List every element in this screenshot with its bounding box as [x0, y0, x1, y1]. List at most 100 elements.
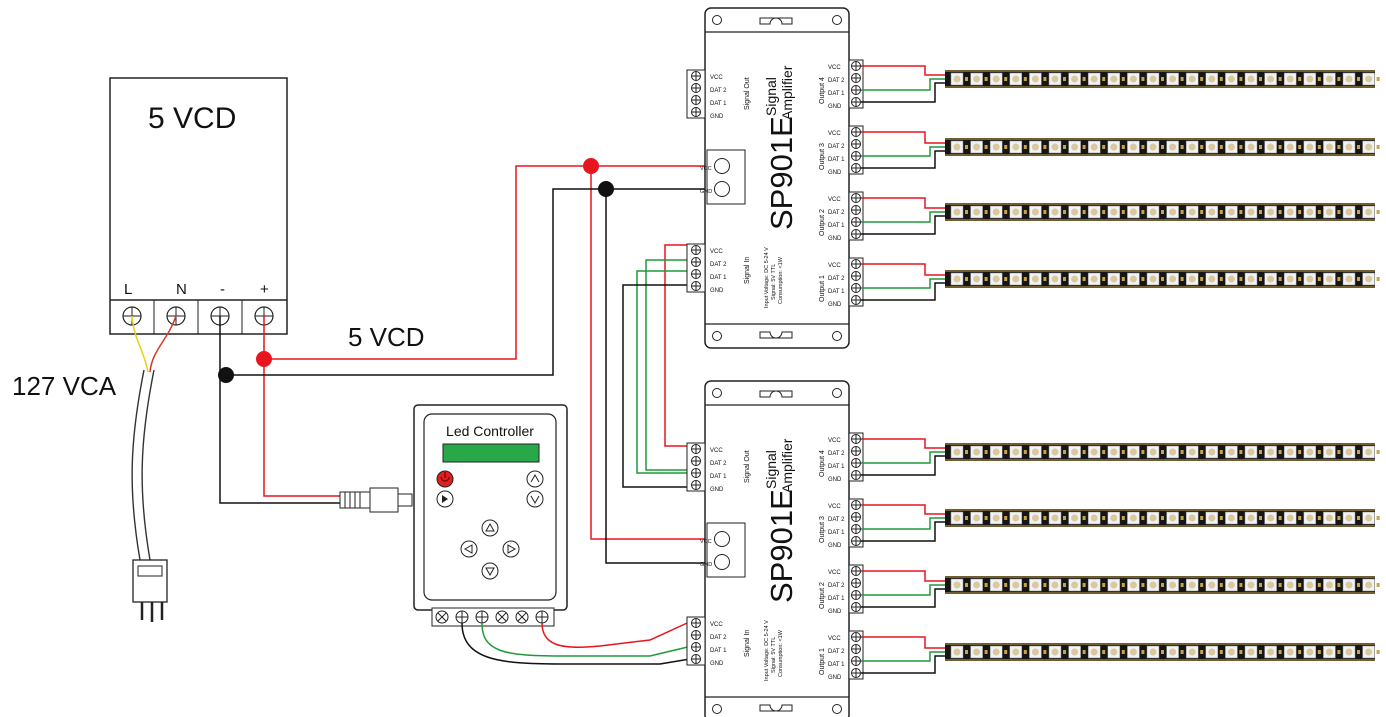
- mount-hole-icon: [832, 331, 842, 341]
- speed-down-icon[interactable]: [526, 490, 544, 508]
- positive-junction: [583, 158, 599, 174]
- pin-screw: [691, 642, 701, 652]
- terminal-label-plus: +: [260, 281, 269, 298]
- spec-line: Input Voltage: DC 5-24 V: [764, 620, 770, 681]
- pin-label: VCC: [710, 249, 723, 255]
- led-strip: [945, 70, 1380, 88]
- pin-label: DAT 1: [710, 648, 727, 654]
- power-vcc-label: VCC: [700, 166, 712, 172]
- spec-line: Signal: 5V TTL: [771, 637, 777, 673]
- power-gnd-label: GND: [700, 562, 712, 568]
- right-arrow-icon[interactable]: [502, 540, 520, 558]
- pin-screw: [851, 566, 861, 576]
- pin-screw: [851, 590, 861, 600]
- pin-screw: [851, 602, 861, 612]
- pin-label: DAT 1: [710, 275, 727, 281]
- pin-label: DAT 1: [828, 289, 845, 295]
- pin-label: DAT 2: [828, 649, 845, 655]
- pin-screw: [851, 668, 861, 678]
- led-strip: [945, 509, 1380, 527]
- controller-display: [442, 443, 540, 463]
- pin-screw: [691, 107, 701, 117]
- pin-screw: [691, 654, 701, 664]
- pin-label: VCC: [828, 438, 841, 444]
- pin-screw: [691, 630, 701, 640]
- pin-label: VCC: [828, 263, 841, 269]
- mount-hole-icon: [832, 15, 842, 25]
- left-arrow-icon[interactable]: [460, 540, 478, 558]
- power-input-port: VCC GND: [700, 149, 746, 205]
- pin-label: GND: [828, 236, 842, 242]
- power-icon[interactable]: [436, 470, 454, 488]
- pin-label: DAT 2: [828, 144, 845, 150]
- mount-hole-icon: [712, 331, 722, 341]
- strip-wiring: [861, 636, 945, 674]
- pin-screw: [691, 456, 701, 466]
- signal-in-label: Signal In: [744, 630, 751, 657]
- pin-label: GND: [710, 661, 724, 667]
- strip-wiring: [861, 570, 945, 608]
- mount-slot-icon: [759, 390, 793, 398]
- pin-screw: [691, 444, 701, 454]
- pin-label: GND: [828, 543, 842, 549]
- strip-wiring: [861, 263, 945, 301]
- led-strip: [945, 443, 1380, 461]
- play-pause-icon[interactable]: [436, 490, 454, 508]
- mount-slot-icon: [759, 704, 793, 712]
- pin-label: DAT 2: [710, 635, 727, 641]
- led-strip: [945, 643, 1380, 661]
- amplifier-model: SP901E: [764, 489, 799, 603]
- positive-junction: [256, 351, 272, 367]
- pin-label: DAT 1: [828, 596, 845, 602]
- amplifier-title-line2: Amplifier: [779, 65, 795, 120]
- strip-wiring: [861, 504, 945, 542]
- pin-label: GND: [828, 104, 842, 110]
- pin-screw: [691, 95, 701, 105]
- output-label: Output 3: [819, 516, 826, 543]
- output-label: Output 3: [819, 143, 826, 170]
- amplifier-model: SP901E: [764, 116, 799, 230]
- pin-screw: [851, 205, 861, 215]
- down-arrow-icon[interactable]: [481, 562, 499, 580]
- pin-label: VCC: [710, 622, 723, 628]
- ground-junction: [598, 181, 614, 197]
- mount-slot-icon: [759, 331, 793, 339]
- pin-label: DAT 1: [828, 530, 845, 536]
- ac-input-cable: [131, 315, 177, 622]
- pin-screw: [851, 283, 861, 293]
- pin-screw: [691, 281, 701, 291]
- pin-label: DAT 1: [828, 464, 845, 470]
- pin-screw: [851, 271, 861, 281]
- pin-label: GND: [828, 609, 842, 615]
- up-arrow-icon[interactable]: [481, 519, 499, 537]
- pin-label: VCC: [828, 197, 841, 203]
- speed-up-icon[interactable]: [526, 470, 544, 488]
- spec-line: Input Voltage: DC 5-24 V: [764, 247, 770, 308]
- pin-screw: [851, 259, 861, 269]
- vcc-terminal-icon: [714, 531, 730, 547]
- pin-screw: [691, 618, 701, 628]
- signal-in-port: VCC DAT 2 DAT 1 GND Signal In: [686, 616, 751, 667]
- mount-hole-icon: [712, 15, 722, 25]
- power-supply-output-label: 5 VCD: [148, 102, 236, 135]
- pin-screw: [851, 163, 861, 173]
- pin-label: DAT 2: [828, 517, 845, 523]
- pin-screw: [851, 73, 861, 83]
- pin-label: GND: [828, 302, 842, 308]
- pin-screw: [851, 458, 861, 468]
- pin-screw: [851, 470, 861, 480]
- pin-screw: [851, 512, 861, 522]
- gnd-terminal-icon: [714, 554, 730, 570]
- pin-screw: [851, 446, 861, 456]
- pin-label: GND: [828, 170, 842, 176]
- strip-wiring: [861, 438, 945, 476]
- power-gnd-label: GND: [700, 189, 712, 195]
- vcc-terminal-icon: [714, 158, 730, 174]
- mount-hole-icon: [832, 388, 842, 398]
- output-label: Output 4: [819, 77, 826, 104]
- pin-label: VCC: [828, 570, 841, 576]
